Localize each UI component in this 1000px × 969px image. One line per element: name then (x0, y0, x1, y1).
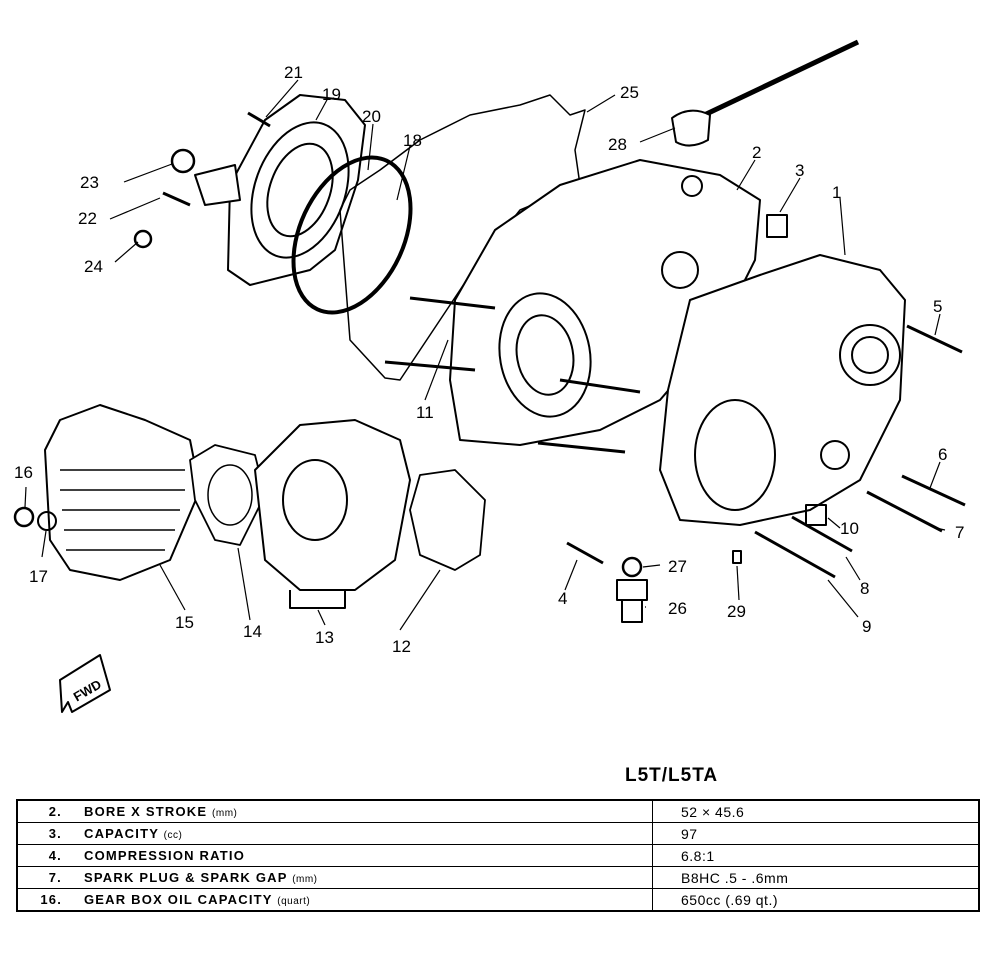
callout-29: 29 (727, 602, 746, 621)
callout-22: 22 (78, 209, 97, 228)
spec-value: 97 (652, 822, 980, 845)
callout-26: 26 (668, 599, 687, 618)
spec-row: 3.Capacity (cc)97 (16, 822, 980, 845)
spec-label: Spark Plug & Spark Gap (84, 870, 288, 885)
spec-unit: (mm) (212, 808, 238, 819)
exploded-parts-diagram: 1 2 3 4 5 6 7 8 9 10 11 12 13 14 15 16 1… (13, 39, 966, 713)
spec-number: 16. (16, 888, 76, 912)
callout-28: 28 (608, 135, 627, 154)
spec-number: 2. (16, 799, 76, 823)
callout-10: 10 (840, 519, 859, 538)
callout-13: 13 (315, 628, 334, 647)
callout-16: 16 (14, 463, 33, 482)
cylinder (254, 419, 411, 609)
callout-18: 18 (403, 131, 422, 150)
spec-unit: (mm) (292, 874, 318, 885)
spec-label-cell: Gear Box Oil Capacity (quart) (76, 888, 653, 912)
spec-label: Capacity (84, 826, 159, 841)
callout-6: 6 (938, 445, 947, 464)
spec-row: 2.Bore x Stroke (mm)52 × 45.6 (16, 799, 980, 823)
callout-17: 17 (29, 567, 48, 586)
spec-label-cell: Bore x Stroke (mm) (76, 799, 653, 823)
stud-bolts (384, 296, 641, 454)
model-header: L5T/L5TA (625, 765, 719, 786)
callout-8: 8 (860, 579, 869, 598)
callout-15: 15 (175, 613, 194, 632)
crankcase-right (659, 254, 906, 526)
spec-label: Gear Box Oil Capacity (84, 892, 273, 907)
spec-row: 4. Compression Ratio 6.8:1 (16, 844, 980, 867)
o-ring (291, 155, 413, 315)
callout-3: 3 (795, 161, 804, 180)
callout-7: 7 (955, 523, 964, 542)
spec-value: 6.8:1 (652, 844, 980, 867)
leader-lines (24, 79, 946, 631)
head-gasket (189, 444, 266, 546)
base-gasket (409, 469, 486, 571)
spec-number: 3. (16, 822, 76, 845)
pump-cover (194, 94, 366, 286)
callout-27: 27 (668, 557, 687, 576)
callout-9: 9 (862, 617, 871, 636)
spec-number: 7. (16, 866, 76, 889)
spec-label-cell: Spark Plug & Spark Gap (mm) (76, 866, 653, 889)
spec-label-cell: Capacity (cc) (76, 822, 653, 845)
spec-unit: (cc) (163, 830, 183, 841)
callout-11: 11 (416, 403, 434, 422)
spec-value: 650cc (.69 qt.) (652, 888, 980, 912)
bolts (162, 111, 966, 579)
callout-25: 25 (620, 83, 639, 102)
callout-4: 4 (558, 589, 567, 608)
callout-24: 24 (84, 257, 103, 276)
callout-5: 5 (933, 297, 942, 316)
spec-label: Bore x Stroke (84, 804, 208, 819)
callout-21: 21 (284, 63, 303, 82)
spec-label-cell: Compression Ratio (76, 844, 653, 867)
callout-1: 1 (832, 183, 841, 202)
callout-14: 14 (243, 622, 262, 641)
case-gasket (339, 94, 586, 381)
specifications-table: 2.Bore x Stroke (mm)52 × 45.63.Capacity … (16, 799, 980, 912)
spec-value: 52 × 45.6 (652, 799, 980, 823)
spec-value: B8HC .5 - .6mm (652, 866, 980, 889)
spec-unit: (quart) (277, 896, 311, 907)
cylinder-head (44, 404, 201, 581)
spec-row: 16.Gear Box Oil Capacity (quart)650cc (.… (16, 888, 980, 912)
callout-labels: 1 2 3 4 5 6 7 8 9 10 11 12 13 14 15 16 1… (14, 63, 964, 704)
spec-label: Compression Ratio (84, 848, 246, 863)
fwd-arrow (59, 654, 111, 713)
spec-row: 7.Spark Plug & Spark Gap (mm)B8HC .5 - .… (16, 866, 980, 889)
callout-23: 23 (80, 173, 99, 192)
spec-number: 4. (16, 844, 76, 867)
callout-12: 12 (392, 637, 411, 656)
callout-19: 19 (322, 85, 341, 104)
callout-2: 2 (752, 143, 761, 162)
callout-20: 20 (362, 107, 381, 126)
dipstick (671, 39, 860, 147)
